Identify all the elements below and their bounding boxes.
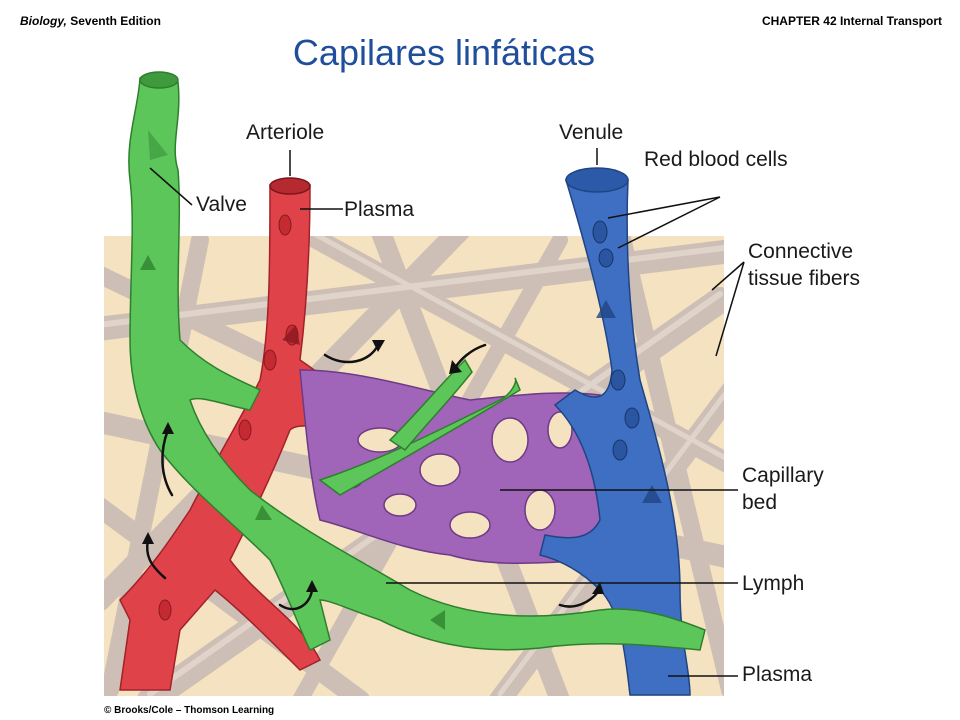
fluid-movement-arrowheads	[142, 340, 604, 594]
book-title: Biology,	[20, 14, 67, 28]
arteriole-flow-arrows	[282, 325, 300, 345]
book-header: Biology, Seventh Edition	[20, 14, 161, 28]
label-plasma-top: Plasma	[344, 198, 415, 221]
venule-vessel	[539, 167, 691, 696]
label-arteriole: Arteriole	[246, 121, 325, 144]
lymph-flow-arrows	[140, 255, 445, 630]
lymphatic-vessel	[128, 71, 706, 652]
label-valve: Valve	[196, 193, 247, 216]
label-lymph: Lymph	[742, 572, 805, 595]
label-connective-line1: Connective	[748, 240, 854, 263]
label-venule: Venule	[559, 121, 624, 144]
fluid-movement-arrows	[146, 343, 600, 611]
chapter-header: CHAPTER 42 Internal Transport	[761, 14, 942, 28]
slide-title: Capilares linfáticas	[292, 32, 596, 73]
book-edition: Seventh Edition	[66, 14, 161, 28]
label-plasma-bottom: Plasma	[742, 663, 813, 686]
label-red-blood-cells: Red blood cells	[644, 148, 788, 171]
venule-flow-arrows	[596, 300, 662, 503]
label-leader-lines	[149, 148, 745, 677]
label-capillary-line1: Capillary	[742, 464, 824, 487]
copyright-notice: © Brooks/Cole – Thomson Learning	[104, 705, 275, 716]
label-connective-line2: tissue fibers	[748, 267, 861, 290]
label-capillary-line2: bed	[742, 491, 778, 514]
